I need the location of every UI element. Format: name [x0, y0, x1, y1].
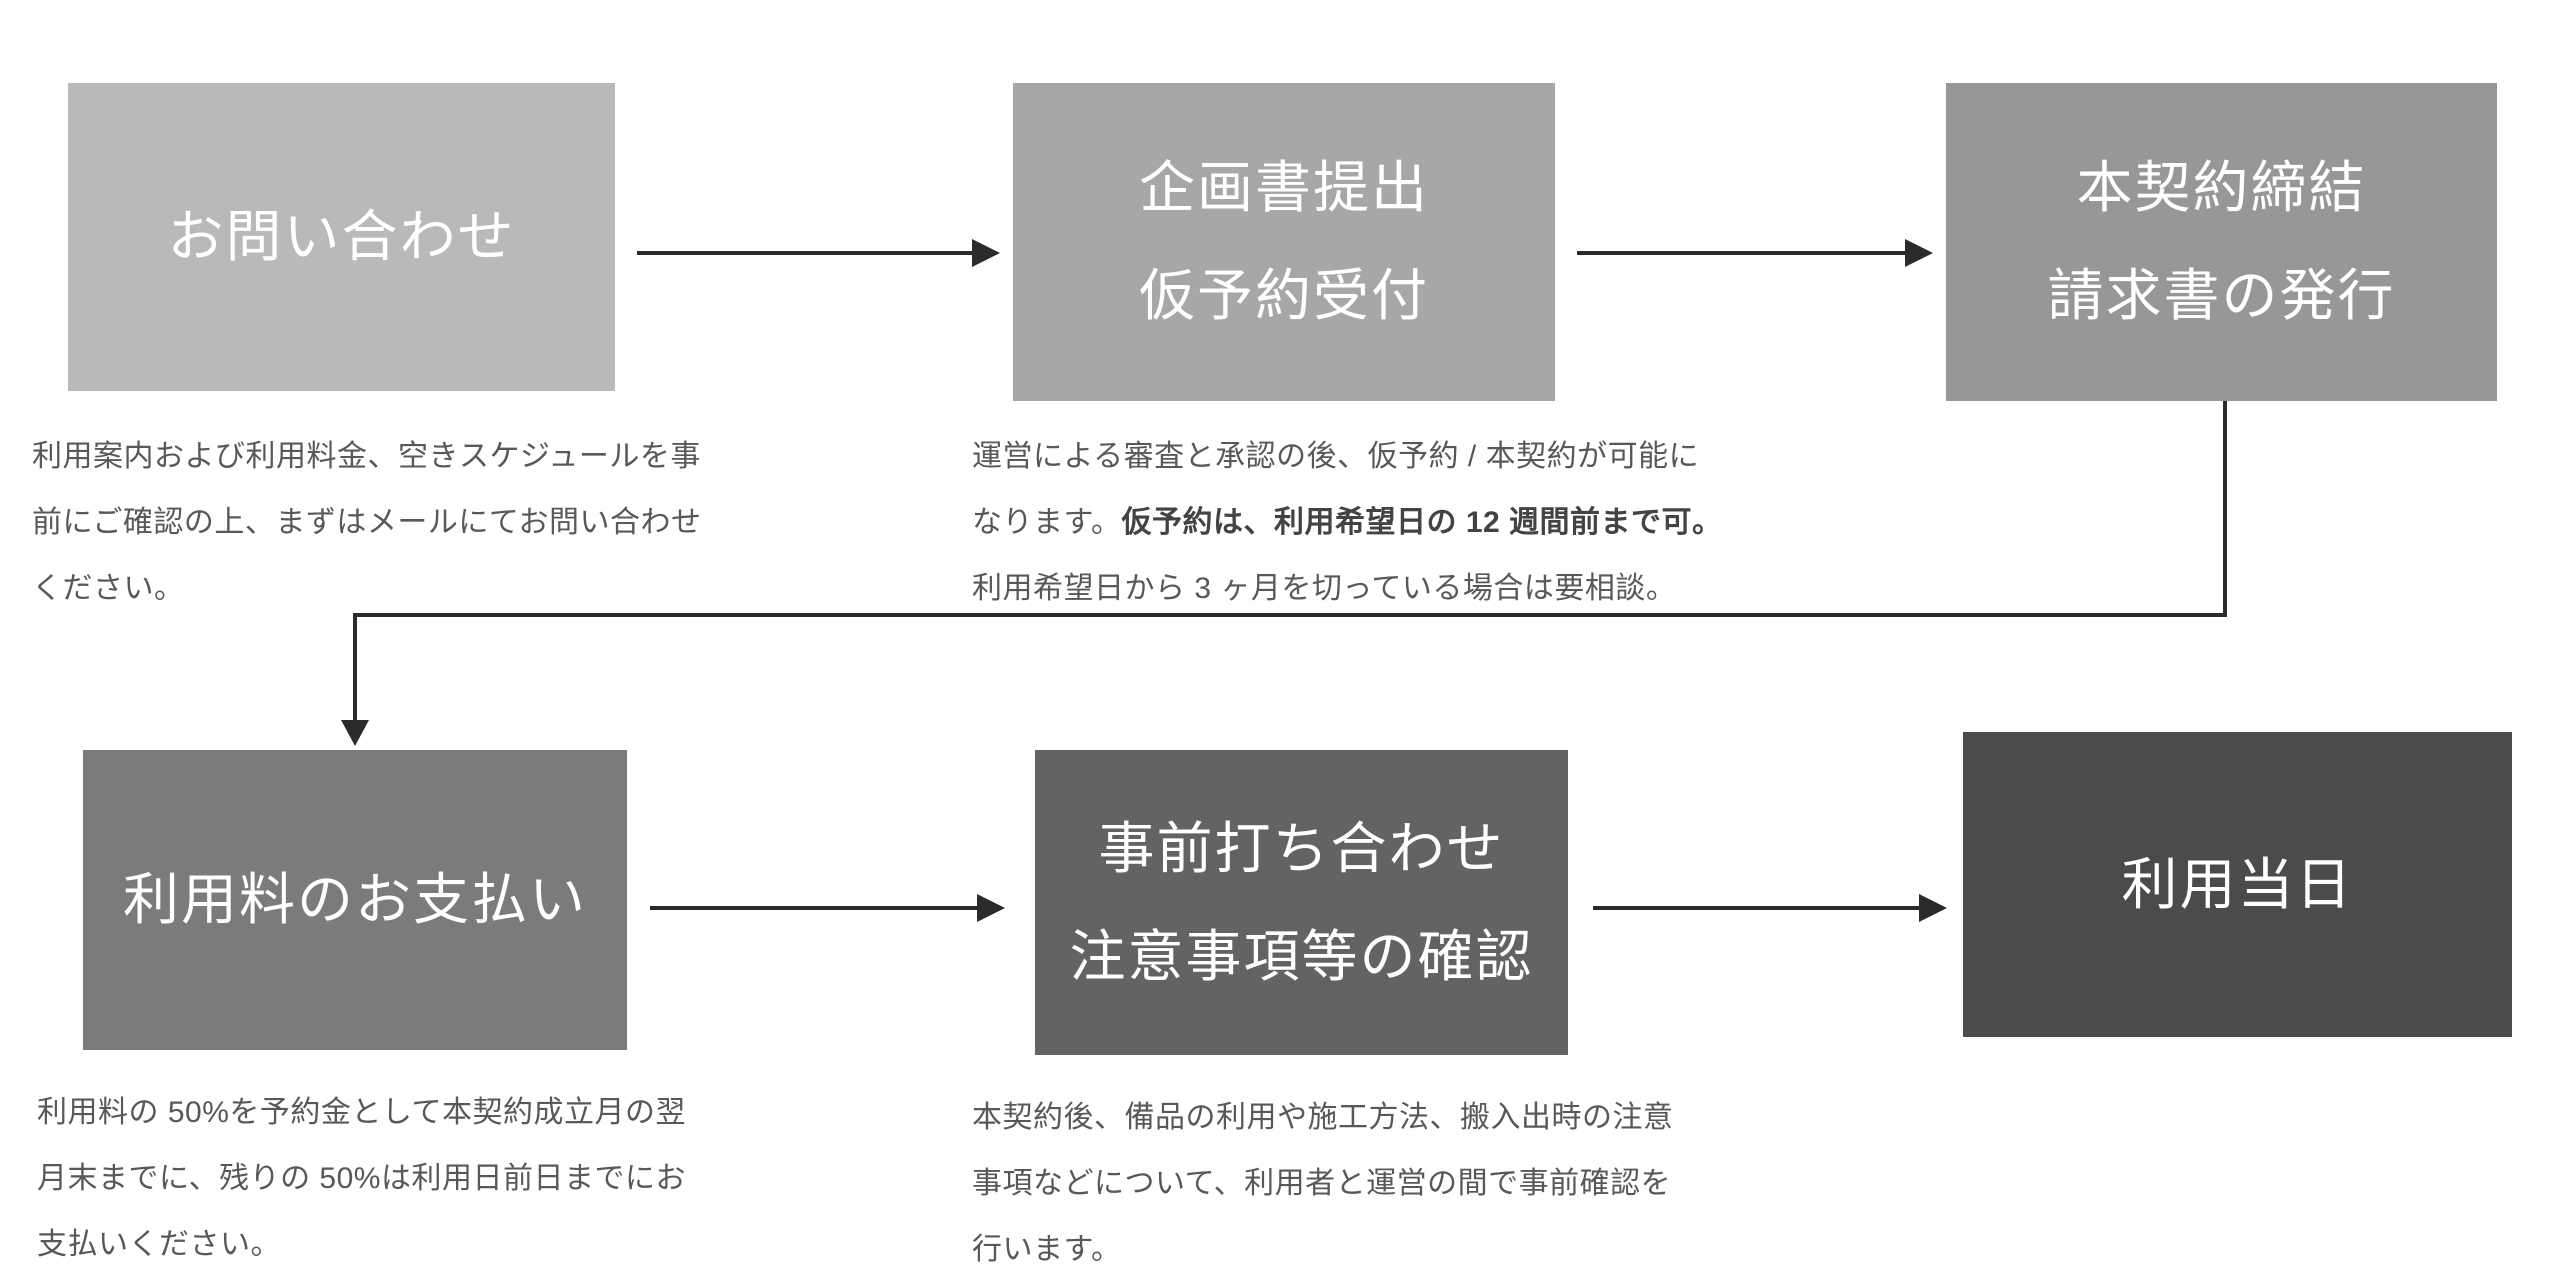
- step-box-proposal-provisional-booking: 企画書提出 仮予約受付: [1013, 83, 1555, 401]
- step-box-usage-day: 利用当日: [1963, 732, 2512, 1037]
- arrow-step4-step5: [650, 894, 1005, 922]
- note-text-after-bold: 利用希望日から 3 ヶ月を切っている場合は要相談。: [972, 572, 1677, 605]
- step-label-fee-payment: 利用料のお支払い: [123, 868, 587, 931]
- arrow-step1-step2: [637, 239, 1000, 267]
- step-label-advance-meeting: 事前打ち合わせ 注意事項等の確認: [1069, 816, 1534, 988]
- step-label-inquiry: お問い合わせ: [167, 205, 516, 268]
- step-label-proposal-provisional-booking: 企画書提出 仮予約受付: [1139, 156, 1429, 327]
- arrow-step5-step6: [1593, 894, 1947, 922]
- step-box-contract-invoice: 本契約締結 請求書の発行: [1946, 83, 2497, 401]
- step-box-inquiry: お問い合わせ: [68, 83, 615, 391]
- step-label-contract-invoice: 本契約締結 請求書の発行: [2047, 156, 2396, 327]
- step-box-fee-payment: 利用料のお支払い: [83, 750, 627, 1050]
- arrow-step2-step3: [1577, 239, 1933, 267]
- note-text-before-bold: 運営による審査と承認の後、仮予約 / 本契約が可能に なります。: [972, 440, 1700, 539]
- step-note-advance-meeting: 本契約後、備品の利用や施工方法、搬入出時の注意 事項などについて、利用者と運営の…: [972, 1101, 1674, 1266]
- step-label-usage-day: 利用当日: [2121, 852, 2354, 916]
- step-note-proposal-provisional-booking: 運営による審査と承認の後、仮予約 / 本契約が可能に なります。仮予約は、利用希…: [972, 424, 1752, 622]
- note-text-bold: 仮予約は、利用希望日の 12 週間前まで可。: [1121, 506, 1723, 539]
- step-box-advance-meeting: 事前打ち合わせ 注意事項等の確認: [1035, 750, 1568, 1055]
- step-note-inquiry: 利用案内および利用料金、空きスケジュールを事 前にご確認の上、まずはメールにてお…: [32, 440, 702, 605]
- step-note-fee-payment: 利用料の 50%を予約金として本契約成立月の翌 月末までに、残りの 50%は利用…: [37, 1096, 686, 1261]
